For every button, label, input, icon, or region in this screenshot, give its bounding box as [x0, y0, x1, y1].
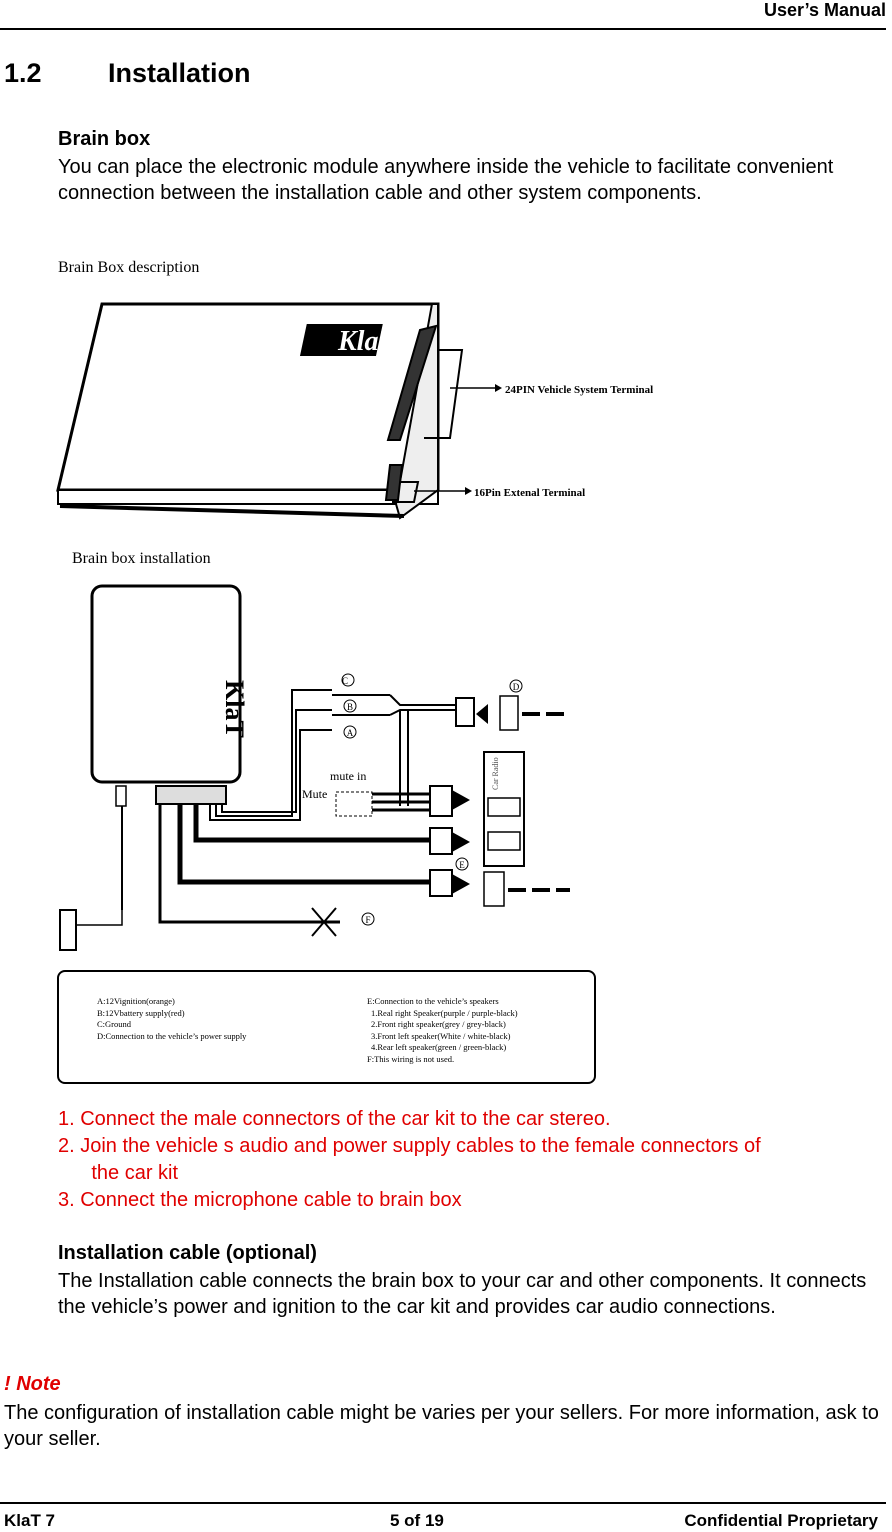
- legend-right: E:Connection to the vehicle’s speakers 1…: [367, 996, 518, 1065]
- step-item: 3. Connect the microphone cable to brain…: [58, 1189, 462, 1211]
- brain-box-body: [90, 584, 242, 784]
- page-number: 5 of 19: [390, 1511, 444, 1530]
- label-e: E: [459, 860, 465, 870]
- pin16-label: 16Pin Extenal Terminal: [474, 487, 585, 499]
- legend-item: 2.Front right speaker(grey / grey-black): [371, 1019, 506, 1029]
- header-rule: [0, 28, 886, 30]
- note-label: ! Note: [4, 1373, 61, 1395]
- section-number: 1.2: [4, 58, 42, 88]
- box-front-face: [57, 489, 439, 505]
- brain-box-heading: Brain box: [58, 128, 151, 150]
- label-a: A: [347, 728, 354, 738]
- legend-item: 4.Rear left speaker(green / green-black): [371, 1042, 507, 1052]
- section-title: Installation: [108, 58, 251, 88]
- vehicle-power-plug: [499, 695, 519, 731]
- brain-box-installation-figure: KlaT C B A D E F mute in Mute Car Radio: [59, 584, 570, 951]
- pin24-connector: [386, 324, 438, 441]
- label-f: F: [365, 915, 370, 925]
- brain-box-paragraph: You can place the electronic module anyw…: [58, 156, 834, 204]
- legend-item: 3.Front left speaker(White / white-black…: [371, 1030, 511, 1041]
- brain-box-description-figure: KlaT 24PIN Vehicle System Terminal 16Pin…: [56, 302, 653, 520]
- legend-left: A:12Vignition(orange) B:12Vbattery suppl…: [97, 996, 246, 1042]
- klat-logo-1: [299, 324, 383, 356]
- figure1-logo: KlaT: [337, 326, 397, 357]
- mute-label: Mute: [302, 787, 327, 801]
- car-radio-label: Car Radio: [491, 757, 500, 790]
- car-radio: [483, 751, 525, 867]
- installation-cable-heading: Installation cable (optional): [58, 1242, 317, 1264]
- footer-rule: [0, 1502, 886, 1504]
- mute-in-label: mute in: [330, 769, 366, 783]
- legend-item: F:This wiring is not used.: [367, 1053, 455, 1064]
- legend-item: A:12Vignition(orange): [97, 996, 175, 1006]
- note-text: The configuration of installation cable …: [4, 1402, 879, 1450]
- running-header: User’s Manual: [763, 0, 886, 20]
- legend-item: B:12Vbattery supply(red): [97, 1007, 185, 1018]
- speaker-connector-2: [429, 827, 453, 855]
- step-item: the car kit: [58, 1162, 179, 1184]
- d-connector: [455, 697, 475, 727]
- step-item: 1. Connect the male connectors of the ca…: [58, 1108, 611, 1130]
- section-heading: 1.2 Installation: [4, 58, 251, 89]
- figure1-caption: Brain Box description: [58, 259, 200, 276]
- speaker-connector-3: [429, 869, 453, 897]
- wiring-legend: A:12Vignition(orange) B:12Vbattery suppl…: [57, 970, 596, 1084]
- label-b: B: [347, 702, 353, 712]
- legend-item: D:Connection to the vehicle’s power supp…: [97, 1030, 247, 1041]
- footer-right: Confidential Proprietary: [684, 1511, 878, 1530]
- figure2-logo: KlaT: [220, 680, 249, 738]
- figure2-caption: Brain box installation: [72, 550, 211, 567]
- main-connector: [155, 785, 227, 805]
- installation-cable-paragraph: The Installation cable connects the brai…: [58, 1270, 867, 1318]
- label-d: D: [513, 682, 520, 692]
- legend-item: C:Ground: [97, 1019, 131, 1029]
- footer-left: KlaT 7: [4, 1511, 56, 1530]
- legend-item: 1.Real right Speaker(purple / purple-bla…: [371, 1007, 518, 1018]
- pin16-connector: [384, 464, 404, 501]
- label-c: C: [342, 676, 348, 686]
- step-item: 2. Join the vehicle s audio and power su…: [58, 1135, 761, 1157]
- pin24-label: 24PIN Vehicle System Terminal: [505, 384, 653, 396]
- speaker-connector-1: [429, 785, 453, 817]
- installation-steps: 1. Connect the male connectors of the ca…: [58, 1106, 761, 1214]
- vehicle-speaker-plug: [483, 871, 505, 907]
- mic-plug: [59, 909, 77, 951]
- legend-item: E:Connection to the vehicle’s speakers: [367, 996, 499, 1006]
